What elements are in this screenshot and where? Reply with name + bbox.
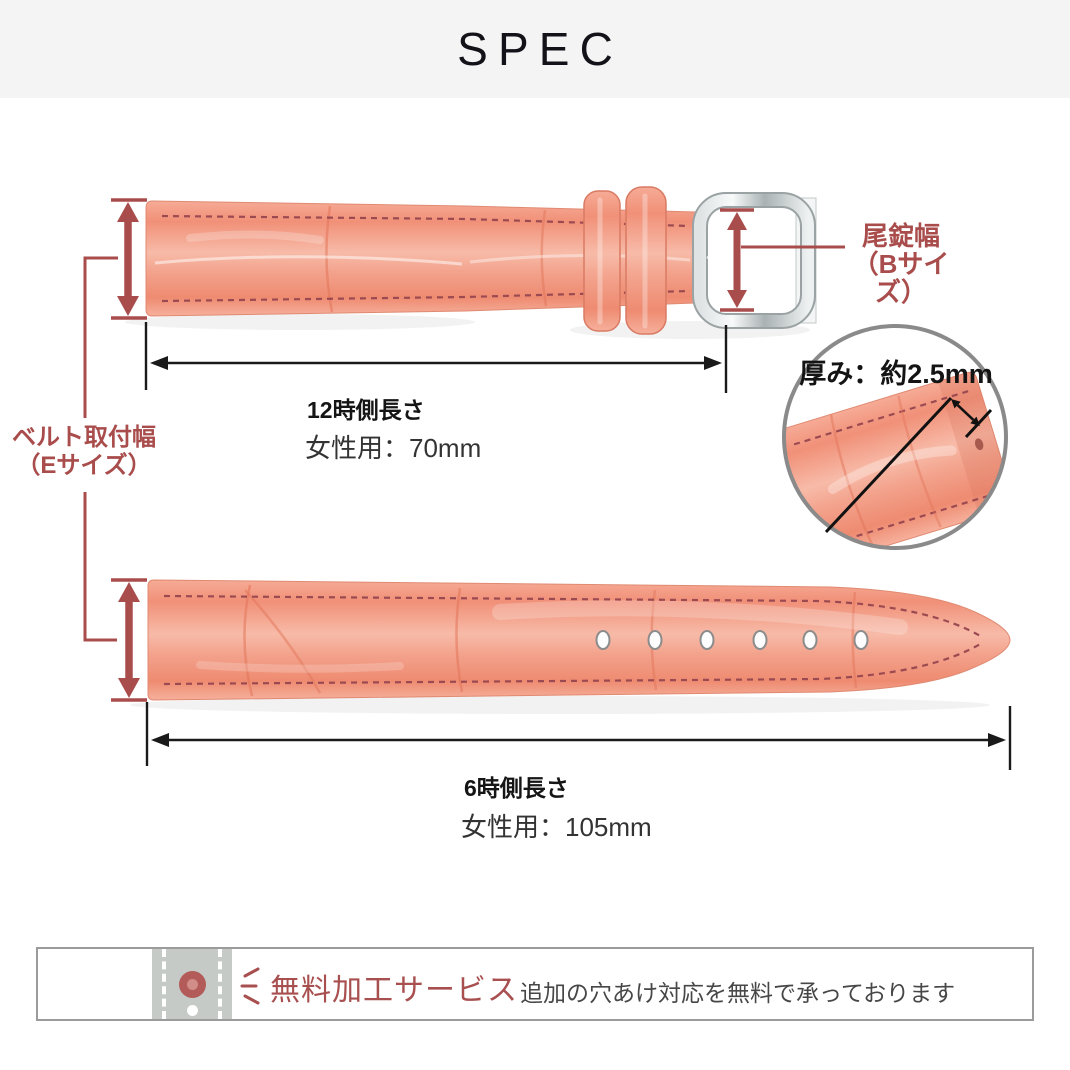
stitch-dash-right bbox=[218, 949, 222, 1019]
existing-hole-icon bbox=[187, 1005, 198, 1016]
page-title: SPEC bbox=[457, 23, 623, 75]
buckle-width-label-line1: 尾錠幅 bbox=[861, 221, 940, 251]
attach-width-label: ベルト取付幅 （Eサイズ） bbox=[4, 424, 164, 480]
length-12-side-value: 女性用：70mm bbox=[305, 433, 482, 463]
buckle-width-arrow bbox=[720, 208, 845, 312]
length-6-side-label: 6時側長さ bbox=[464, 775, 569, 801]
length-arrow-6-side bbox=[145, 702, 1012, 770]
buckle-width-label-line2: （Bサイズ） bbox=[852, 249, 950, 307]
service-title: 無料加工サービス bbox=[270, 974, 518, 1007]
length-arrow-12-side bbox=[144, 322, 728, 393]
thickness-inset bbox=[782, 324, 1008, 550]
length-6-side-value: 女性用：105mm bbox=[461, 812, 652, 842]
strap-keepers bbox=[583, 186, 667, 335]
attach-width-label-line2: （Eサイズ） bbox=[16, 452, 152, 479]
free-service-banner: 無料加工サービス 追加の穴あけ対応を無料で承っております bbox=[36, 947, 1034, 1021]
header: SPEC bbox=[0, 0, 1070, 98]
strap-photo-6-side bbox=[147, 579, 1011, 701]
attach-width-arrow-top bbox=[111, 198, 147, 320]
thickness-arrow bbox=[824, 396, 993, 534]
strap-photo-12-side bbox=[145, 186, 817, 335]
strap-holes bbox=[595, 630, 869, 650]
attach-width-bracket bbox=[83, 256, 118, 642]
sparkle-icon bbox=[240, 967, 260, 1005]
length-12-side-label: 12時側長さ bbox=[307, 397, 425, 423]
punched-hole-icon bbox=[179, 971, 206, 998]
thickness-photo bbox=[784, 370, 1006, 548]
buckle bbox=[692, 192, 817, 329]
thickness-inset-circle bbox=[782, 324, 1008, 550]
strap-hole-punch-graphic bbox=[152, 949, 232, 1019]
stitch-dash-left bbox=[162, 949, 166, 1019]
buckle-width-label: 尾錠幅 （Bサイズ） bbox=[836, 222, 966, 306]
attach-width-label-line1: ベルト取付幅 bbox=[12, 424, 156, 451]
thickness-label: 厚み：約2.5mm bbox=[799, 359, 993, 389]
attach-width-arrow-bottom bbox=[111, 578, 147, 702]
service-description: 追加の穴あけ対応を無料で承っております bbox=[520, 980, 956, 1006]
